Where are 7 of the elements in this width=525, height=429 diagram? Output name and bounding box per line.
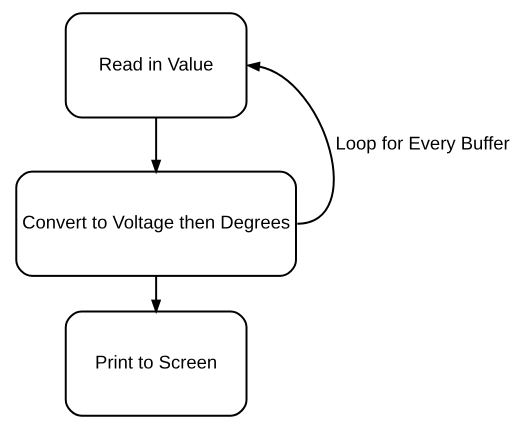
arrow — [150, 118, 161, 174]
edge-label: Loop for Every Buffer — [334, 132, 510, 154]
arrow — [245, 62, 334, 225]
node-box: Read in Value — [64, 12, 247, 119]
arrow — [150, 276, 161, 314]
node-box: Print to Screen — [64, 310, 247, 417]
node-box: Convert to Voltage then Degrees — [14, 170, 296, 277]
